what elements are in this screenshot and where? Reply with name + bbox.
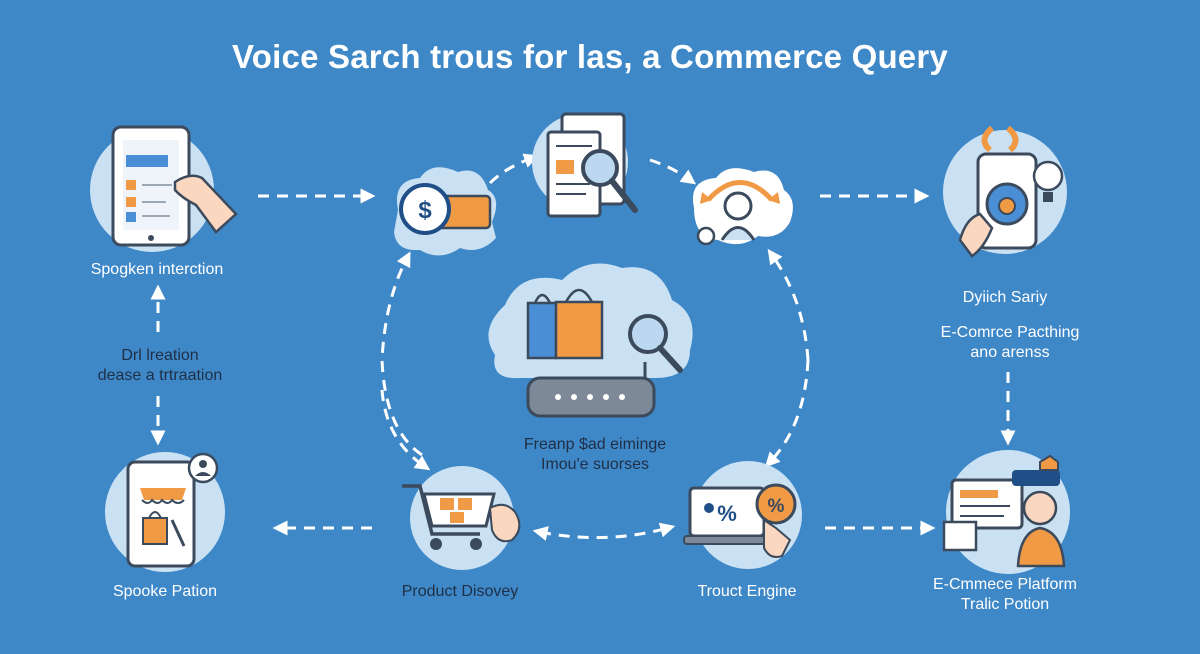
label-left-note-line2: dease a trtraation (97, 367, 223, 384)
phone-hand-icon (958, 125, 1064, 258)
node-product-discovery (402, 466, 521, 570)
label-dyich-sariy: Dyiich Sariy (962, 289, 1048, 306)
label-center-line1: Freanp $ad eiminge (523, 436, 667, 453)
arrow-loop-right-up (767, 248, 810, 361)
arrow-loop-left-up (380, 251, 423, 457)
label-product-discovery: Product Disovey (401, 583, 519, 600)
shopping-router-cloud-icon (526, 288, 683, 418)
arrow-discovery-engine (532, 522, 676, 541)
page-title: Voice Sarch trous for las, a Commerce Qu… (232, 38, 948, 75)
arrow-payment-to-doc (488, 153, 540, 185)
node-dyich-sariy (943, 125, 1067, 258)
node-ecommerce-platform (942, 450, 1070, 574)
label-trouct-engine: Trouct Engine (697, 583, 797, 600)
document-search-icon (546, 112, 638, 218)
tablet-touch-icon (111, 125, 238, 247)
node-trouct-engine: % % (683, 461, 802, 569)
arrow-loop-left-down (380, 389, 431, 471)
label-ecommerce-patching-line1: E-Comrce Pacthing (940, 324, 1080, 341)
svg-text:%: % (768, 496, 785, 517)
node-search-doc (532, 112, 638, 218)
shop-tablet-icon (126, 452, 219, 568)
node-center (488, 263, 693, 418)
node-spoke-pation (105, 452, 225, 572)
arrow-loop-right-down (764, 359, 810, 468)
node-spoken-interaction (90, 125, 238, 252)
label-ecommerce-patching-line2: ano arenss (970, 344, 1050, 361)
label-spoke-pation: Spooke Pation (112, 583, 218, 600)
svg-text:$: $ (418, 197, 432, 224)
shopping-cart-icon (402, 484, 521, 550)
svg-text:%: % (717, 501, 737, 526)
node-voice-assistant (692, 168, 793, 246)
arrow-doc-to-assistant (649, 158, 697, 185)
node-payment: $ (394, 167, 497, 256)
label-spoken-interaction: Spogken interction (90, 261, 224, 278)
discount-laptop-icon: % % (683, 483, 797, 558)
label-left-note-line1: Drl lreation (121, 347, 199, 364)
label-center-line2: Imou'e suorses (541, 456, 649, 473)
platform-person-icon (942, 454, 1066, 568)
label-ecommerce-platform-line2: Tralic Potion (960, 596, 1050, 613)
voice-assistant-cloud-icon (696, 180, 780, 246)
dollar-coin-icon (399, 183, 451, 235)
label-ecommerce-platform-line1: E-Cmmece Platform (932, 576, 1078, 593)
